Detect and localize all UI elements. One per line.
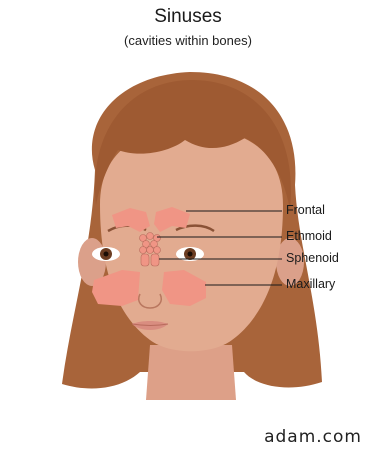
label-maxillary: Maxillary [286, 277, 335, 291]
label-sphenoid: Sphenoid [286, 251, 339, 265]
neck [146, 345, 236, 400]
credit-logo: adam.com [264, 427, 362, 447]
label-ethmoid: Ethmoid [286, 229, 332, 243]
label-frontal: Frontal [286, 203, 325, 217]
